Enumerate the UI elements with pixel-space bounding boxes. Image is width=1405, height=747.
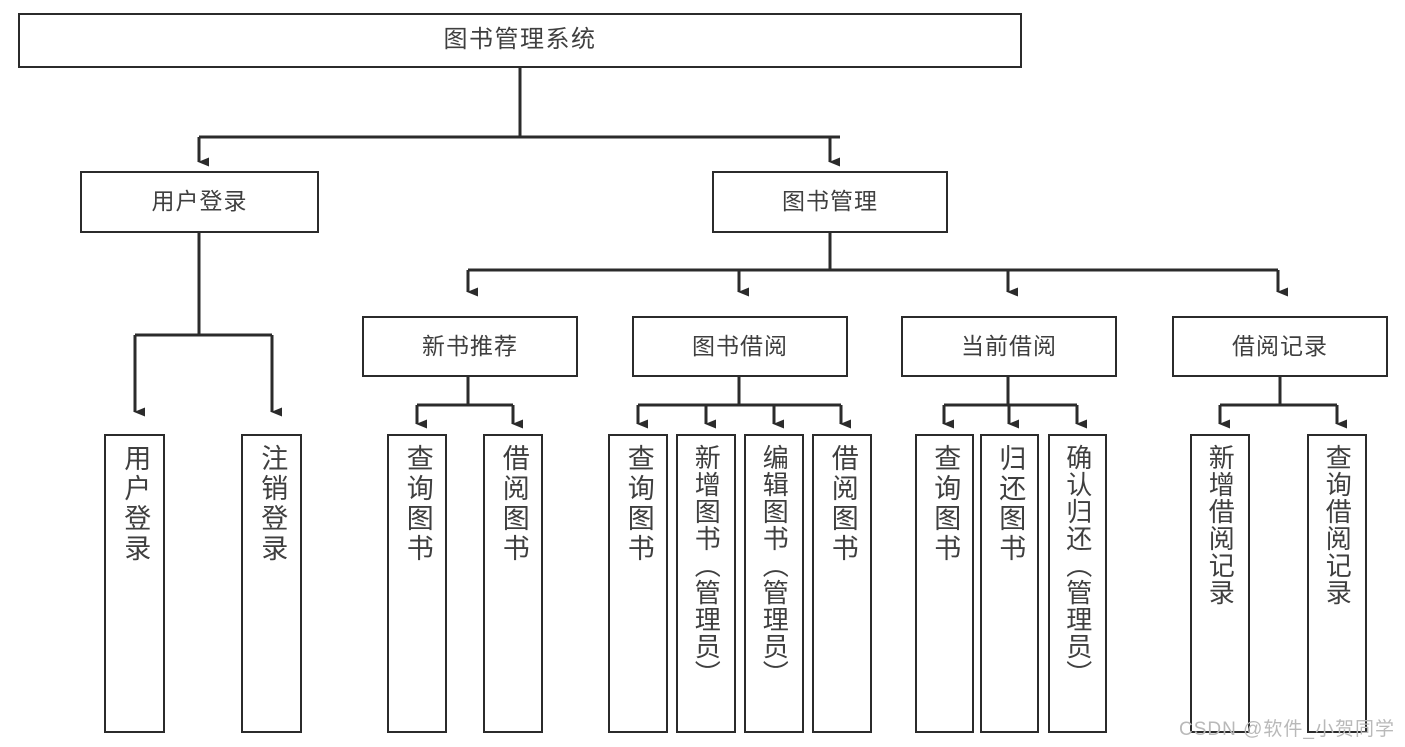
watermark: CSDN @软件_小贺同学 xyxy=(1179,719,1395,740)
node-leaf-logout-login-label: 注销登录 xyxy=(257,444,288,564)
node-book-manage-label: 图书管理 xyxy=(782,188,878,215)
node-leaf-borrow-book-1-label: 借阅图书 xyxy=(498,444,529,564)
node-current-borrow[interactable]: 当前借阅 xyxy=(901,316,1117,377)
node-leaf-add-record-label: 新增借阅记录 xyxy=(1205,444,1236,606)
node-leaf-logout-login[interactable]: 注销登录 xyxy=(241,434,302,733)
node-current-borrow-label: 当前借阅 xyxy=(961,332,1057,359)
node-leaf-borrow-book-2[interactable]: 借阅图书 xyxy=(812,434,872,733)
node-new-book-recommend[interactable]: 新书推荐 xyxy=(362,316,578,377)
node-leaf-confirm-return[interactable]: 确认归还（管理员） xyxy=(1048,434,1107,733)
node-leaf-query-book-1-label: 查询图书 xyxy=(402,444,433,564)
node-leaf-borrow-book-1[interactable]: 借阅图书 xyxy=(483,434,543,733)
node-leaf-edit-book-label: 编辑图书（管理员） xyxy=(759,444,790,687)
node-user-login[interactable]: 用户登录 xyxy=(80,171,319,233)
node-new-book-recommend-label: 新书推荐 xyxy=(422,332,518,359)
node-leaf-borrow-book-2-label: 借阅图书 xyxy=(827,444,858,564)
node-leaf-add-book[interactable]: 新增图书（管理员） xyxy=(676,434,736,733)
node-leaf-query-book-3[interactable]: 查询图书 xyxy=(915,434,974,733)
node-leaf-return-book-label: 归还图书 xyxy=(995,444,1026,564)
node-user-login-label: 用户登录 xyxy=(151,188,248,215)
node-borrow-record-label: 借阅记录 xyxy=(1232,332,1328,359)
node-leaf-query-record[interactable]: 查询借阅记录 xyxy=(1307,434,1367,733)
node-root-label: 图书管理系统 xyxy=(443,26,597,54)
node-leaf-add-book-label: 新增图书（管理员） xyxy=(691,444,722,687)
node-leaf-user-login[interactable]: 用户登录 xyxy=(104,434,165,733)
node-book-borrow-label: 图书借阅 xyxy=(692,332,788,359)
node-leaf-query-book-2-label: 查询图书 xyxy=(623,444,654,564)
node-book-borrow[interactable]: 图书借阅 xyxy=(632,316,848,377)
node-leaf-edit-book[interactable]: 编辑图书（管理员） xyxy=(744,434,804,733)
node-leaf-add-record[interactable]: 新增借阅记录 xyxy=(1190,434,1250,733)
node-leaf-query-book-1[interactable]: 查询图书 xyxy=(387,434,447,733)
node-book-manage[interactable]: 图书管理 xyxy=(712,171,948,233)
node-borrow-record[interactable]: 借阅记录 xyxy=(1172,316,1388,377)
node-leaf-user-login-label: 用户登录 xyxy=(120,444,151,564)
node-leaf-query-record-label: 查询借阅记录 xyxy=(1322,444,1353,606)
node-leaf-query-book-2[interactable]: 查询图书 xyxy=(608,434,668,733)
node-leaf-confirm-return-label: 确认归还（管理员） xyxy=(1062,444,1093,687)
node-leaf-return-book[interactable]: 归还图书 xyxy=(980,434,1039,733)
node-root[interactable]: 图书管理系统 xyxy=(18,13,1022,68)
node-leaf-query-book-3-label: 查询图书 xyxy=(930,444,961,564)
